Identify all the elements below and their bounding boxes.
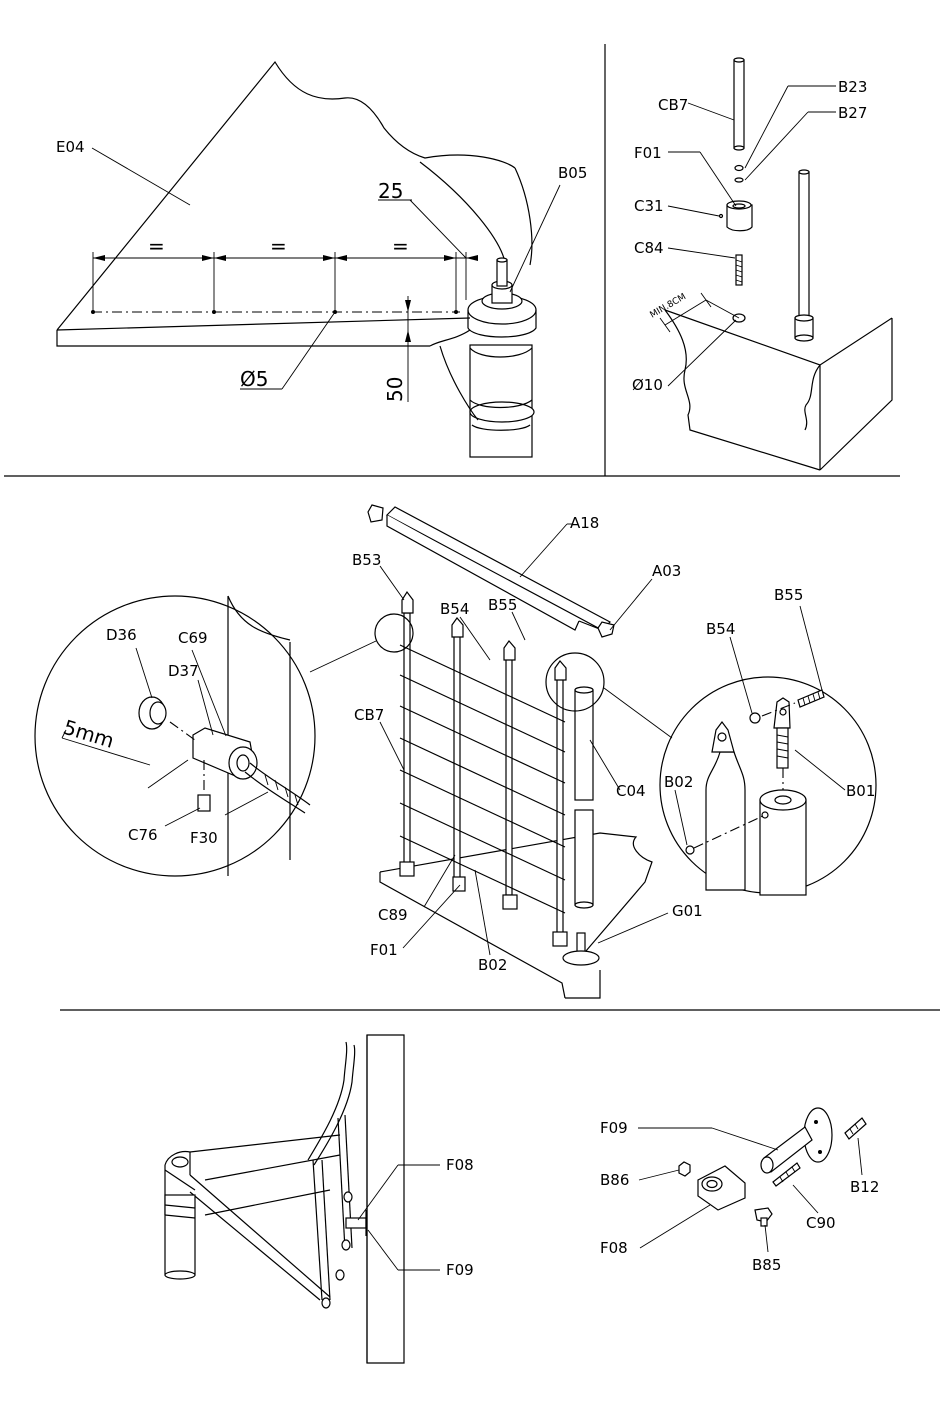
label-f09-left: F09 (446, 1261, 474, 1279)
label-d37: D37 (168, 662, 199, 680)
dim-diameter-5: Ø5 (240, 367, 268, 391)
label-b01: B01 (846, 782, 875, 800)
label-cb7-mid: CB7 (354, 706, 384, 724)
label-b02-right: B02 (664, 773, 693, 791)
dim-equal-3: = (392, 234, 409, 258)
label-d36: D36 (106, 626, 137, 644)
label-a18: A18 (570, 514, 599, 532)
label-g01: G01 (672, 902, 703, 920)
label-b55-right: B55 (774, 586, 803, 604)
detail-column-labels: B54 B55 B01 B02 (664, 586, 875, 800)
label-b85: B85 (752, 1256, 781, 1274)
label-c31: C31 (634, 197, 664, 215)
label-f09-right: F09 (600, 1119, 628, 1137)
label-b54-right: B54 (706, 620, 735, 638)
label-f08-right: F08 (600, 1239, 628, 1257)
label-b27: B27 (838, 104, 867, 122)
panel-cable-railing (310, 505, 672, 998)
label-c90: C90 (806, 1214, 836, 1232)
label-c69: C69 (178, 629, 208, 647)
label-c04: C04 (616, 782, 646, 800)
panel-wall-bracket-mounted (165, 1035, 440, 1363)
label-e04: E04 (56, 138, 85, 156)
label-b55-mid: B55 (488, 596, 517, 614)
label-a03: A03 (652, 562, 681, 580)
label-c84: C84 (634, 239, 664, 257)
label-b05: B05 (558, 164, 587, 182)
label-b54-mid: B54 (440, 600, 469, 618)
dim-25: 25 (378, 179, 403, 203)
panel-bracket-mounted-labels: F08 F09 (446, 1156, 474, 1279)
label-b23: B23 (838, 78, 867, 96)
label-5mm: 5mm (61, 715, 117, 753)
label-b53: B53 (352, 551, 381, 569)
dim-50: 50 (383, 377, 407, 402)
label-f30: F30 (190, 829, 218, 847)
label-diameter-10: Ø10 (632, 376, 663, 394)
label-f01-mid: F01 (370, 941, 398, 959)
detail-column-top (660, 606, 876, 895)
label-b12: B12 (850, 1178, 879, 1196)
label-c76: C76 (128, 826, 158, 844)
label-f01-top: F01 (634, 144, 662, 162)
panel-tread-drilling (57, 62, 560, 457)
label-c89: C89 (378, 906, 408, 924)
label-f08-left: F08 (446, 1156, 474, 1174)
label-b02-mid: B02 (478, 956, 507, 974)
label-b86: B86 (600, 1171, 629, 1189)
label-cb7-top: CB7 (658, 96, 688, 114)
dim-equal-2: = (270, 234, 287, 258)
panel-post-labels: CB7 B23 B27 F01 C31 C84 MIN.8CM Ø10 (632, 78, 867, 394)
dim-equal-1: = (148, 234, 165, 258)
